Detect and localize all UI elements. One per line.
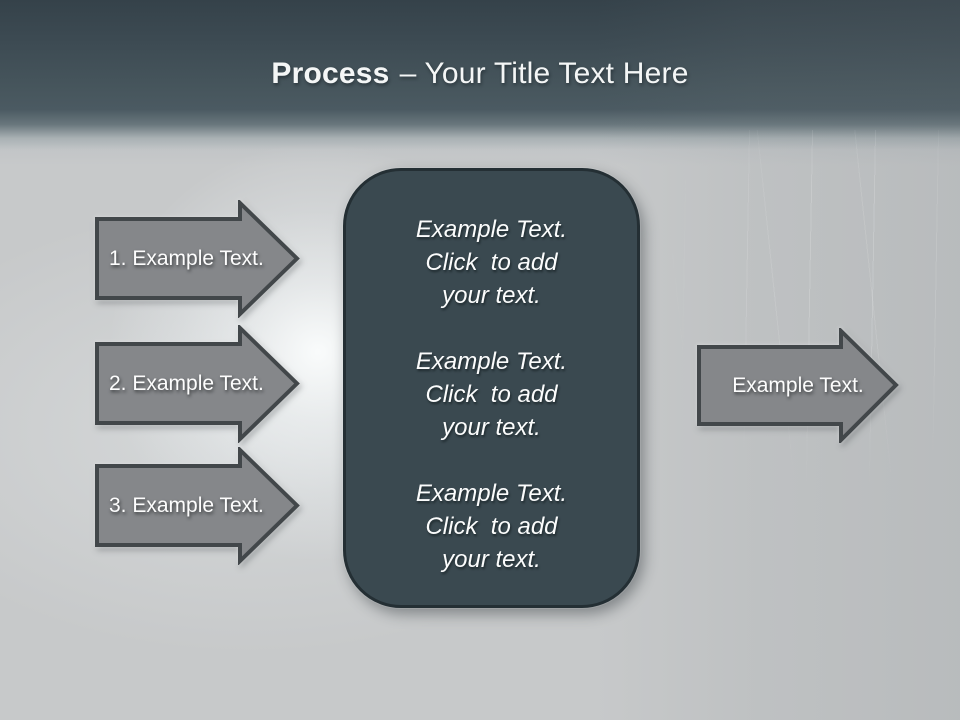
step-1-label: 1. Example Text. [109,247,264,270]
slide-title[interactable]: Process – Your Title Text Here [0,55,960,93]
process-step-3-arrow[interactable]: 3. Example Text. [95,447,301,565]
right-arrow-shape [697,328,899,443]
output-arrow[interactable]: Example Text. [697,328,900,443]
right-arrow-polygon [697,328,899,443]
right-arrow-shape [95,200,300,318]
placeholder-paragraph: Example Text. Click to add your text. [415,216,568,309]
output-arrow-label: Example Text. [732,373,864,397]
right-arrow-polygon [95,447,300,565]
step-2-label: 2. Example Text. [109,372,264,395]
right-arrow-polygon [95,200,300,318]
process-step-2-arrow[interactable]: 2. Example Text. [95,325,301,443]
placeholder-paragraph: Example Text. Click to add your text. [415,348,568,441]
right-arrow-polygon [95,325,300,443]
step-3-label: 3. Example Text. [109,494,264,517]
process-step-1-arrow[interactable]: 1. Example Text. [95,200,301,318]
right-arrow-shape [95,447,300,565]
title-rest-text: – Your Title Text Here [399,57,689,90]
right-arrow-shape [95,325,300,443]
title-bold-text: Process [271,57,390,90]
center-text-box[interactable]: Example Text. Click to add your text. Ex… [343,168,640,608]
placeholder-paragraph: Example Text. Click to add your text. [415,480,568,573]
